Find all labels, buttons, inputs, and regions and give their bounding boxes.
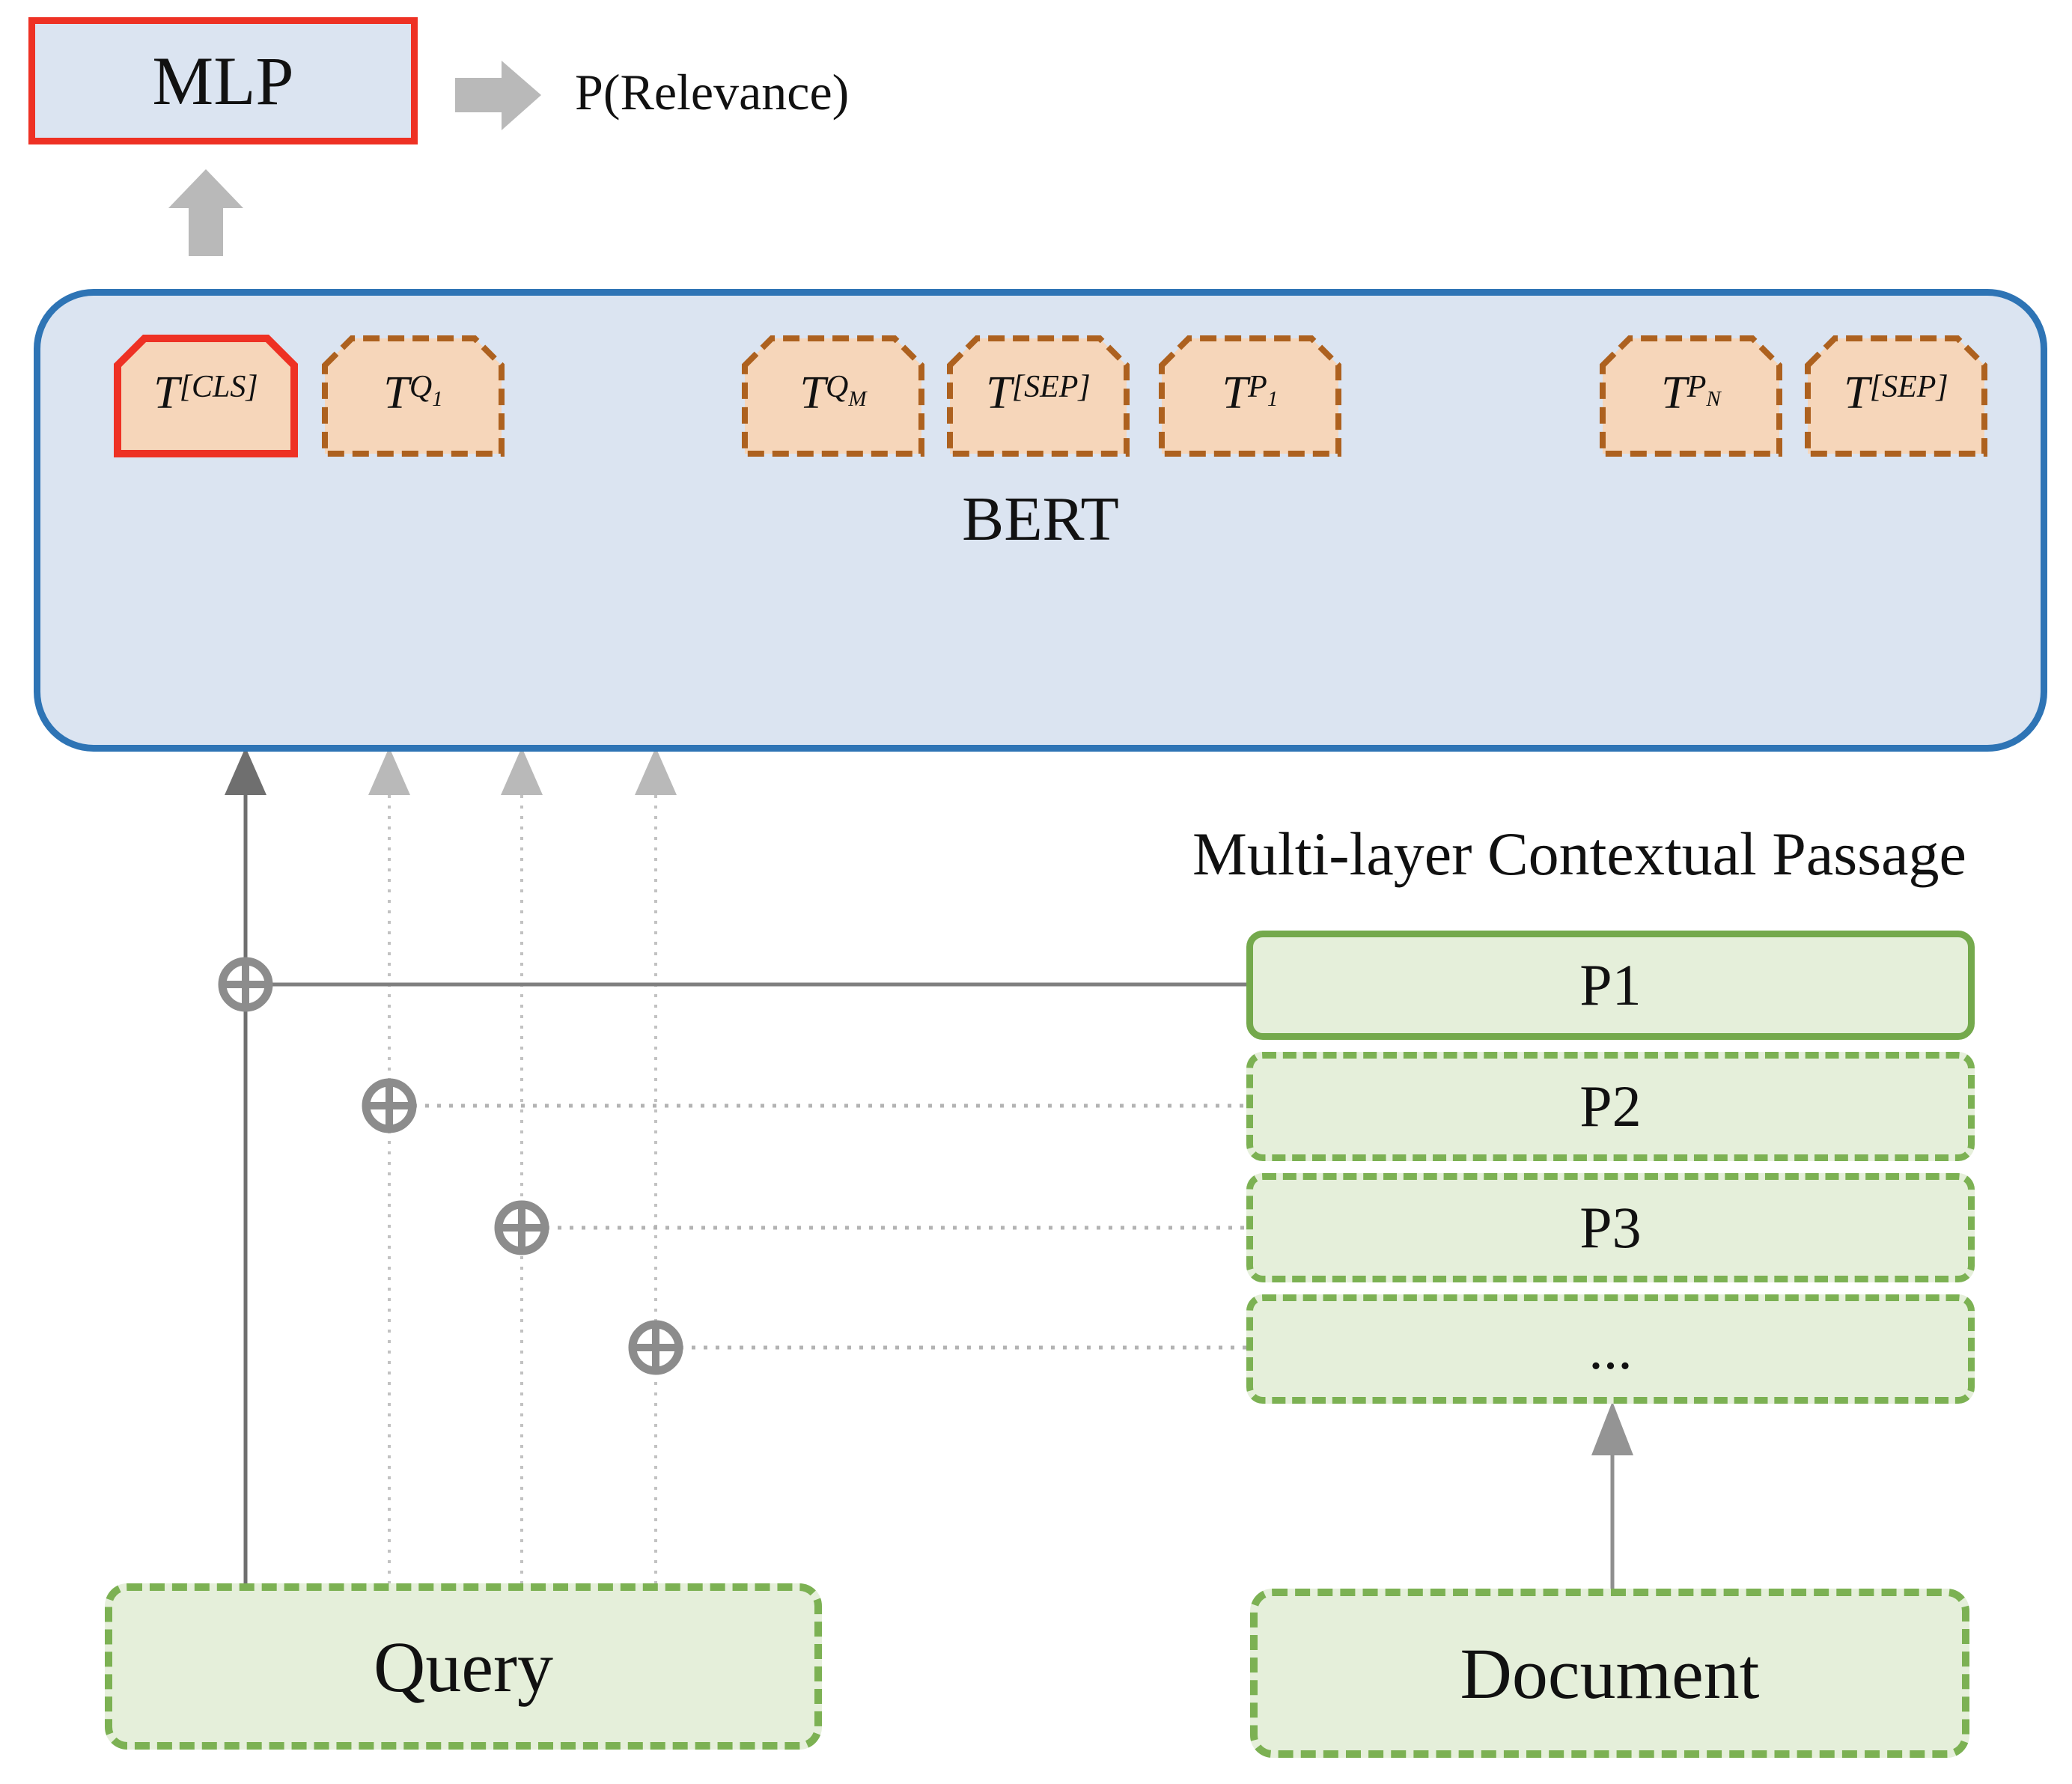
- query-box: Query: [105, 1583, 822, 1750]
- oplus-icon-4: [628, 1320, 683, 1375]
- mlp-box: MLP: [28, 17, 418, 144]
- token-t-cls: T[CLS]: [114, 335, 298, 457]
- token-shape-icon: [114, 335, 298, 457]
- query-label: Query: [374, 1626, 553, 1707]
- token-t-sep-1: T[SEP]: [946, 335, 1130, 457]
- passage-box-p2: P2: [1246, 1052, 1975, 1161]
- oplus-icon-3: [494, 1200, 549, 1255]
- passage-label: ...: [1588, 1316, 1633, 1381]
- relevance-output-label: P(Relevance): [575, 64, 850, 121]
- query-line-1-arrowhead-icon: [225, 747, 266, 795]
- token-shape-icon: [1600, 335, 1782, 457]
- passage-label: P2: [1579, 1074, 1642, 1139]
- bert-label: BERT: [962, 484, 1119, 554]
- mlp-label: MLP: [152, 43, 294, 119]
- passage-box-ellipsis: ...: [1246, 1294, 1975, 1404]
- document-passage-arrowhead-icon: [1591, 1401, 1633, 1455]
- passage-label: P3: [1579, 1195, 1642, 1260]
- passage-label: P1: [1579, 952, 1642, 1017]
- query-line-3-arrowhead-icon: [501, 747, 543, 795]
- query-line-2-arrowhead-icon: [368, 747, 410, 795]
- token-label: T[SEP]: [986, 367, 1091, 418]
- query-line-4-arrowhead-icon: [635, 747, 677, 795]
- passage-box-p1: P1: [1246, 931, 1975, 1040]
- output-arrow-icon: [455, 61, 541, 130]
- token-shape-icon: [1159, 335, 1341, 457]
- oplus-icon-2: [362, 1078, 417, 1133]
- document-label: Document: [1460, 1633, 1760, 1714]
- token-label: T[CLS]: [153, 367, 258, 418]
- token-shape-icon: [1805, 335, 1987, 457]
- document-box: Document: [1250, 1589, 1969, 1758]
- oplus-icon-1: [218, 957, 273, 1012]
- token-shape-icon: [322, 335, 505, 457]
- token-shape-icon: [947, 335, 1130, 457]
- passage-panel-title: Multi-layer Contextual Passage: [1192, 820, 1966, 888]
- mlp-input-arrow-icon: [168, 169, 243, 256]
- token-t-sep-2: T[SEP]: [1804, 335, 1988, 457]
- token-label: T[SEP]: [1844, 367, 1948, 418]
- token-shape-icon: [742, 335, 924, 457]
- passage-box-p3: P3: [1246, 1173, 1975, 1282]
